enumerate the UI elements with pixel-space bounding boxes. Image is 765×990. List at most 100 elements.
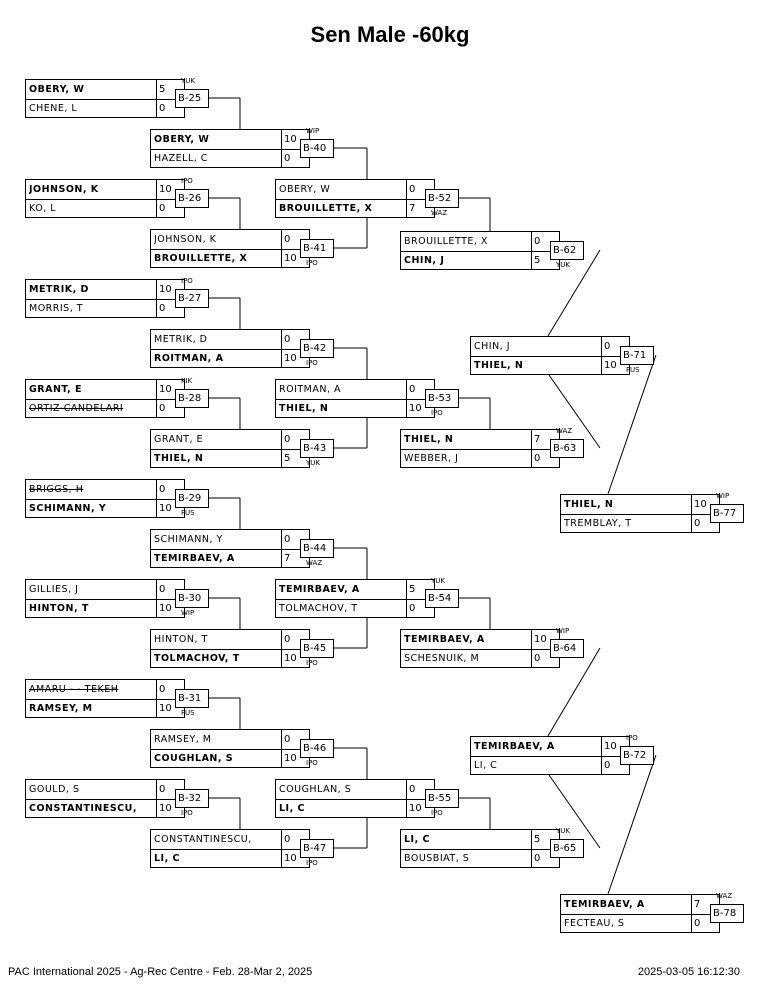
connector-line <box>607 354 657 495</box>
competitor-score: 10 <box>156 699 184 718</box>
competitor-name: GILLIES, J <box>29 584 79 595</box>
competitor-name: GRANT, E <box>29 384 82 395</box>
competitor-name: KO, L <box>29 203 57 214</box>
club-code: IPO <box>181 809 193 817</box>
competitor-score: 0 <box>156 299 184 318</box>
bout-label-b-71: B-71 <box>620 346 654 365</box>
competitor-name: TOLMACHOV, T <box>154 653 240 664</box>
club-code: YUK <box>556 261 570 269</box>
bout-label-b-32: B-32 <box>175 789 209 808</box>
club-code: IPO <box>181 277 193 285</box>
competitor-row: RAMSEY, M 10 <box>26 699 184 718</box>
club-code: FUS <box>626 366 640 374</box>
competitor-score: 0 <box>156 199 184 218</box>
club-code: YUK <box>431 577 445 585</box>
competitor-score: 7 <box>281 549 309 568</box>
competitor-score: 10 <box>281 249 309 268</box>
competitor-score: 0 <box>281 630 309 649</box>
competitor-name: SCHIMANN, Y <box>154 534 223 545</box>
competitor-score: 10 <box>281 130 309 149</box>
competitor-score: 0 <box>156 99 184 118</box>
competitor-score: 7 <box>691 895 719 914</box>
competitor-score: 5 <box>281 449 309 468</box>
bout-label-b-54: B-54 <box>425 589 459 608</box>
club-code: IPO <box>306 659 318 667</box>
competitor-score: 0 <box>156 580 184 599</box>
competitor-score: 0 <box>601 337 629 356</box>
competitor-score: 10 <box>156 380 184 399</box>
competitor-name: BROUILLETTE, X <box>404 236 488 247</box>
competitor-score: 0 <box>281 830 309 849</box>
competitor-score: 5 <box>156 80 184 99</box>
bout-label-b-31: B-31 <box>175 689 209 708</box>
competitor-score: 0 <box>156 780 184 799</box>
competitor-score: 0 <box>156 399 184 418</box>
competitor-score: 10 <box>281 349 309 368</box>
competitor-name: TEMIRBAEV, A <box>474 741 555 752</box>
bout-label-b-46: B-46 <box>300 739 334 758</box>
competitor-name: COUGHLAN, S <box>154 753 234 764</box>
competitor-score: 7 <box>531 430 559 449</box>
competitor-score: 0 <box>691 514 719 533</box>
bout-label-b-65: B-65 <box>550 839 584 858</box>
bout-label-b-43: B-43 <box>300 439 334 458</box>
bout-label-b-47: B-47 <box>300 839 334 858</box>
competitor-name: RAMSEY, M <box>154 734 212 745</box>
competitor-score: 5 <box>531 830 559 849</box>
bout-label-b-30: B-30 <box>175 589 209 608</box>
bout-label-b-72: B-72 <box>620 746 654 765</box>
bout-label-b-62: B-62 <box>550 241 584 260</box>
competitor-name: AMARU - - TEKEH <box>29 684 119 695</box>
competitor-name: JOHNSON, K <box>29 184 99 195</box>
competitor-score: 7 <box>406 199 434 218</box>
club-code: IPO <box>181 177 193 185</box>
club-code: WIP <box>556 627 570 635</box>
competitor-score: 0 <box>281 149 309 168</box>
competitor-score: 10 <box>156 599 184 618</box>
club-code: IPO <box>306 259 318 267</box>
bout-label-b-45: B-45 <box>300 639 334 658</box>
bout-label-b-26: B-26 <box>175 189 209 208</box>
competitor-row: GILLIES, J 0 <box>26 580 184 600</box>
competitor-name: HAZELL, C <box>154 153 208 164</box>
club-code: WAZ <box>556 427 573 435</box>
bout-label-b-77: B-77 <box>710 504 744 523</box>
club-code: KIK <box>181 377 193 385</box>
competitor-score: 0 <box>281 330 309 349</box>
competitor-name: ROITMAN, A <box>154 353 224 364</box>
competitor-score: 0 <box>406 180 434 199</box>
connector-line <box>548 374 601 449</box>
competitor-row: CONSTANTINESCU,0 <box>151 830 309 850</box>
competitor-name: WEBBER, J <box>404 453 459 464</box>
club-code: IPO <box>626 734 638 742</box>
footer-timestamp: 2025-03-05 16:12:30 <box>637 966 740 978</box>
competitor-name: RAMSEY, M <box>29 703 93 714</box>
